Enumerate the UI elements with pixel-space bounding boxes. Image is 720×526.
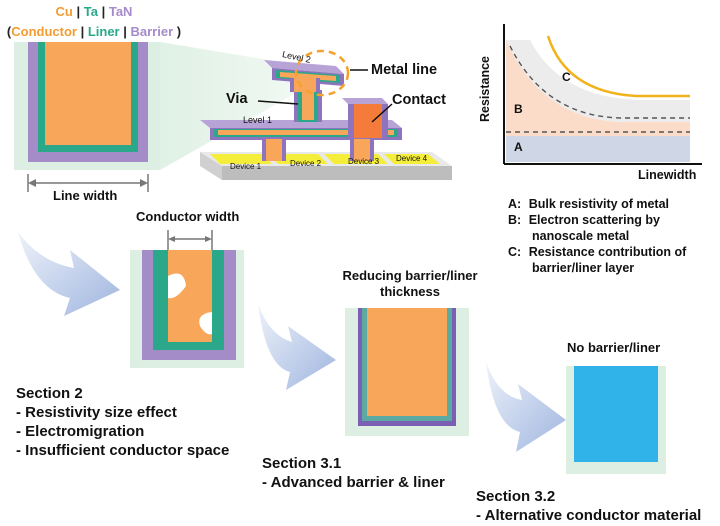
contact-leader (371, 103, 393, 123)
device-1-label: Device 1 (230, 162, 262, 171)
legend-tan: TaN (108, 4, 133, 19)
legend-conductor: Conductor (11, 24, 77, 39)
total-resistance-curve (546, 35, 690, 98)
section-2-item-2: - Electromigration (16, 423, 145, 440)
flow-arrow-2 (258, 304, 336, 390)
zoom-callout (160, 42, 305, 170)
conductor-width-dimension (167, 230, 213, 250)
legend-barrier: Barrier (130, 24, 174, 39)
device-pad-4 (384, 154, 440, 164)
material-legend: Cu | Ta | TaN (Conductor | Liner | Barri… (3, 2, 185, 42)
region-c-label: C (562, 70, 571, 84)
legend-ta: Ta (83, 4, 98, 19)
note-c-cont: barrier/liner layer (532, 261, 635, 275)
region-c (506, 40, 690, 122)
cross-section-voids (130, 250, 244, 368)
void-2 (199, 312, 212, 335)
via-leader (257, 100, 299, 105)
section-3-2-item-1: - Alternative conductor material (476, 507, 702, 524)
cross-section-standard (14, 42, 160, 170)
device-pad-1 (210, 154, 272, 164)
line-width-dimension (27, 174, 149, 192)
region-a-label: A (514, 140, 523, 154)
reducing-label-text: Reducing barrier/liner thickness (342, 268, 478, 299)
region-b (506, 40, 690, 136)
dashed-curve-c (509, 45, 690, 119)
interconnect-3d (200, 60, 452, 180)
void-1 (168, 273, 186, 299)
metal-line-highlight (294, 49, 350, 97)
section-2-item-1: - Resistivity size effect (16, 404, 177, 421)
legend-liner: Liner (87, 24, 120, 39)
via-label: Via (226, 91, 248, 107)
section-3-2-title: Section 3.2 (476, 488, 556, 505)
section-3-1-block: Section 3.1 - Advanced barrier & liner (262, 454, 445, 492)
graph-y-label: Resistance (478, 55, 493, 123)
region-b-label: B (514, 102, 523, 116)
section-3-1-item-1: - Advanced barrier & liner (262, 474, 445, 491)
section-2-item-3: - Insufficient conductor space (16, 442, 230, 459)
contact-label: Contact (392, 92, 446, 108)
note-a: A: Bulk resistivity of metal (508, 197, 670, 211)
metal-line-label: Metal line (371, 62, 438, 78)
flow-arrow-3 (486, 362, 566, 452)
graph-notes: A: Bulk resistivity of metal B: Electron… (508, 196, 686, 276)
graph-x-label: Linewidth (638, 168, 697, 182)
reducing-label: Reducing barrier/liner thickness (340, 268, 480, 300)
line-width-label: Line width (53, 188, 118, 203)
no-barrier-label: No barrier/liner (567, 340, 661, 355)
section-2-title: Section 2 (16, 385, 83, 402)
legend-roles: (Conductor | Liner | Barrier ) (6, 24, 182, 39)
device-2-label: Device 2 (290, 159, 322, 168)
flow-arrow-1 (18, 232, 120, 316)
legend-materials: Cu | Ta | TaN (55, 4, 133, 19)
region-a (506, 136, 690, 162)
legend-cu: Cu (55, 4, 73, 19)
device-3-label: Device 3 (348, 157, 380, 166)
level-1-label: Level 1 (243, 115, 273, 125)
section-2-block: Section 2 - Resistivity size effect - El… (16, 384, 229, 460)
resistance-graph (503, 24, 702, 165)
section-3-2-block: Section 3.2 - Alternative conductor mate… (476, 487, 701, 525)
device-4-label: Device 4 (396, 154, 428, 163)
note-b-cont: nanoscale metal (532, 229, 630, 243)
section-3-1-title: Section 3.1 (262, 455, 342, 472)
conductor-width-label: Conductor width (136, 209, 240, 224)
note-c: C: Resistance contribution of (508, 245, 687, 259)
note-b: B: Electron scattering by (508, 213, 660, 227)
cross-section-thin-barrier (345, 308, 469, 436)
cross-section-no-barrier (566, 366, 666, 474)
